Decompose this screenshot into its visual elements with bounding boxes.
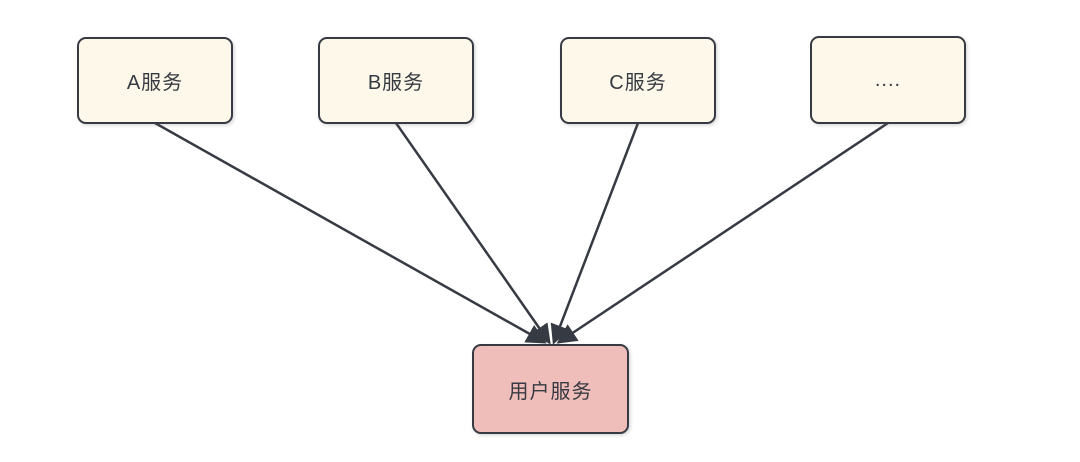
arrow-service-more-to-user (556, 121, 890, 344)
node-user-service: 用户服务 (472, 344, 629, 434)
arrow-service-c-to-user (550, 121, 640, 345)
node-user-service-label: 用户服务 (508, 380, 593, 403)
node-service-c-label: C服务 (609, 72, 667, 94)
arrow-service-a-to-user (153, 121, 547, 344)
node-service-more-label: .... (874, 68, 902, 91)
node-service-a-label: A服务 (126, 72, 184, 94)
arrow-service-b-to-user (394, 121, 551, 345)
node-service-more: .... (810, 36, 966, 124)
node-service-c: C服务 (560, 37, 716, 124)
node-service-b: B服务 (318, 37, 474, 124)
node-service-a: A服务 (77, 37, 233, 124)
node-service-b-label: B服务 (367, 72, 425, 94)
